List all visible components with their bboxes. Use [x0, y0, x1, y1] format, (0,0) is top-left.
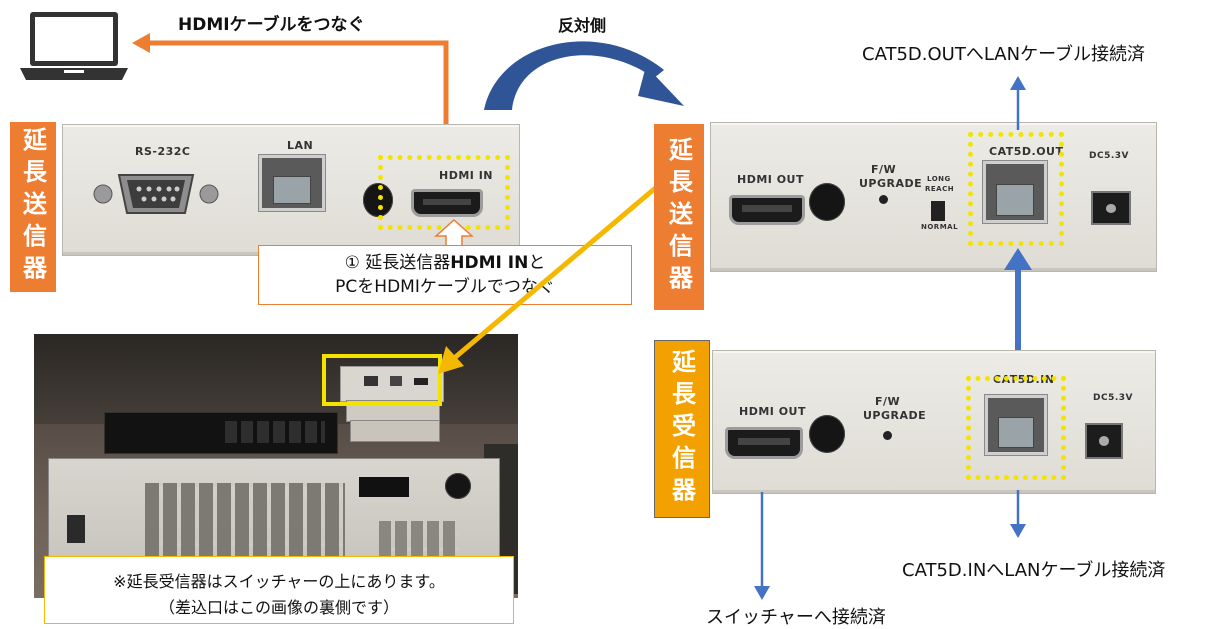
dc-label-top: DC5.3V	[1089, 151, 1129, 161]
cat5d-out-port	[983, 161, 1047, 223]
dc-jack-bottom	[1085, 423, 1123, 459]
long-reach-label-1: LONG	[927, 175, 951, 183]
cat5d-out-arrow	[1010, 76, 1026, 130]
switcher-arrow	[754, 492, 770, 600]
photo-stack-2	[350, 420, 440, 442]
fw-upgrade-label-2: UPGRADE	[859, 177, 923, 190]
fw-upgrade-label-b2: UPGRADE	[863, 409, 927, 422]
callout-arrow	[434, 218, 474, 252]
knob-bottom	[809, 415, 845, 453]
rs232c-port	[93, 174, 219, 214]
hdmi-in-label: HDMI IN	[439, 169, 494, 182]
transmitter-back-panel: HDMI OUT F/W UPGRADE LONG REACH NORMAL C…	[710, 122, 1157, 272]
cat5d-out-note: CAT5D.OUTへLANケーブル接続済	[862, 44, 1145, 65]
cat5d-in-port	[985, 395, 1047, 455]
callout-line2: PCをHDMIケーブルでつなぐ	[335, 277, 555, 297]
cat5d-in-note: CAT5D.INへLANケーブル接続済	[902, 560, 1166, 581]
cat5d-out-highlight	[968, 132, 1064, 246]
hdmi-in-port	[411, 189, 483, 217]
photo-extender-port-3	[414, 378, 428, 385]
hdmi-out-port-top	[729, 195, 805, 225]
transmitter-side-label: 延長送信器	[10, 122, 56, 292]
long-reach-label-2: REACH	[925, 185, 955, 193]
cat5d-in-highlight	[966, 376, 1066, 480]
callout-prefix: ① 延長送信器	[344, 253, 451, 273]
cat5d-in-arrow	[1010, 490, 1026, 538]
opposite-side-arrow	[484, 41, 684, 110]
lan-port	[259, 155, 325, 211]
photo-black-unit	[104, 412, 338, 454]
fw-upgrade-label-b1: F/W	[875, 395, 901, 408]
instruction-callout: ① 延長送信器HDMI INと PCをHDMIケーブルでつなぐ	[258, 245, 632, 305]
hdmi-out-label-bottom: HDMI OUT	[739, 405, 806, 418]
photo-extender-port-1	[364, 376, 378, 386]
opposite-side-label: 反対側	[558, 16, 607, 35]
fw-upgrade-label-1: F/W	[871, 163, 897, 176]
photo-caption-line1: ※延長受信器はスイッチャーの上にあります。	[113, 572, 445, 591]
dc-jack-top	[1091, 191, 1131, 225]
photo-caption-line2: （差込口はこの画像の裏側です）	[158, 598, 399, 617]
fw-upgrade-hole-bottom	[883, 431, 892, 440]
fw-upgrade-hole-top	[879, 195, 888, 204]
hdmi-out-port-bottom	[725, 427, 803, 459]
callout-suffix: と	[528, 253, 546, 273]
photo-extender-port-2	[390, 376, 402, 386]
transmitter-back-side-label: 延長送信器	[654, 124, 704, 310]
dc-label-bottom: DC5.3V	[1093, 393, 1133, 403]
photo-caption-box	[44, 556, 514, 624]
hdmi-in-highlight	[378, 155, 510, 230]
cat5d-out-label: CAT5D.OUT	[989, 145, 1064, 158]
photo-extender-highlight	[322, 354, 442, 406]
photo-link-arrow	[438, 172, 674, 374]
normal-label: NORMAL	[921, 223, 959, 231]
rs232c-label: RS-232C	[135, 145, 191, 158]
photo-black-unit-buttons	[225, 421, 325, 443]
photo-switcher-display	[359, 477, 409, 497]
photo-switcher-buttons	[145, 483, 345, 561]
knob-top	[809, 183, 845, 221]
switcher-note: スイッチャーへ接続済	[706, 607, 886, 628]
receiver-back-panel: HDMI OUT F/W UPGRADE CAT5D.IN DC5.3V	[712, 350, 1156, 494]
photo-switcher-keys	[379, 521, 459, 561]
hdmi-cable-label: HDMIケーブルをつなぐ	[178, 15, 365, 35]
receiver-side-label: 延長受信器	[654, 340, 710, 518]
photo-switcher-power	[67, 515, 85, 543]
photo-switcher-knob	[445, 473, 471, 499]
hdmi-out-label-top: HDMI OUT	[737, 173, 804, 186]
callout-bold: HDMI IN	[450, 253, 529, 273]
long-reach-switch	[931, 201, 945, 221]
lan-label: LAN	[287, 139, 314, 152]
laptop-icon	[20, 12, 128, 80]
